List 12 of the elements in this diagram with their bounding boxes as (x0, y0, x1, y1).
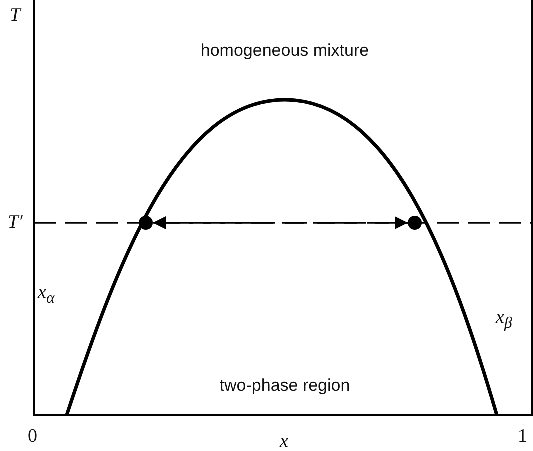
curve-label: x$_{β}$ (496, 308, 512, 332)
axis-label: x (280, 432, 288, 451)
curve-label: x$_{α}$ (38, 283, 55, 307)
tick-label: T′ (8, 213, 23, 232)
phase-point-dot (408, 216, 422, 230)
region-label: homogeneous mixture (200, 42, 370, 59)
tick-label: 0 (28, 427, 38, 446)
region-label: two-phase region (220, 377, 350, 394)
double-arrow (153, 216, 408, 230)
phase-point-dot (139, 216, 153, 230)
tick-label: 1 (518, 427, 528, 446)
axis-label: T (10, 6, 21, 25)
